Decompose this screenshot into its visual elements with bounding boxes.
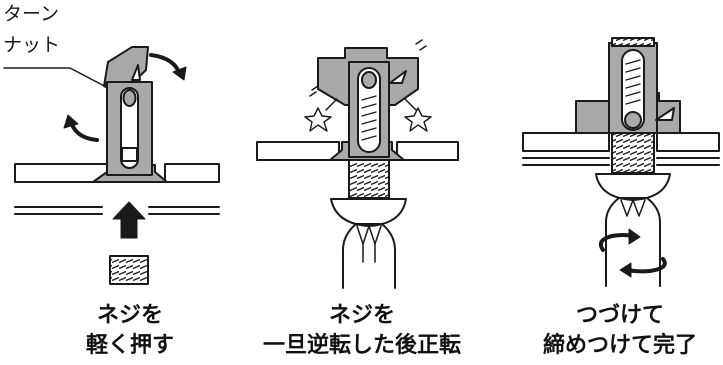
step-3-panel-right [656, 132, 720, 152]
step-3-triangle-mark [655, 107, 675, 121]
step-2-panel-left [256, 141, 340, 161]
step-3-bolt-slot [621, 49, 645, 131]
step-3-caption-line1: つづけて [575, 303, 664, 328]
step-3-screw-head [595, 173, 671, 201]
step-3-panel-left [522, 132, 610, 152]
step-3-caption-line2: 締めつけて完了 [542, 333, 697, 358]
step-2-screw-shaft [348, 159, 390, 199]
callout-label-turn: ターン [3, 3, 60, 25]
step-1-panel-left [14, 163, 108, 183]
step-2-caption-line1: ネジを [328, 303, 395, 328]
step-2-triangle-mark [389, 70, 407, 84]
step-3-bolt-thread-top [611, 37, 655, 47]
step-1-screw [109, 255, 149, 285]
step-1-caption-line1: ネジを [96, 303, 163, 328]
callout-leader-line [3, 67, 113, 91]
step-1-triangle-mark [131, 64, 141, 81]
step-2-screw-head [330, 198, 407, 227]
step-2-caption-line2: 一旦逆転した後正転 [262, 333, 461, 358]
step-2-panel-right [396, 141, 459, 161]
sparkle-star-icon [304, 107, 332, 132]
step-2-driver [342, 223, 396, 289]
step-1-illustration [3, 46, 220, 285]
arrow-up-icon [112, 201, 146, 239]
step-3-screw-shaft [611, 132, 655, 174]
step-1-frame-lines [14, 206, 220, 215]
rotate-icon [598, 233, 634, 252]
vibration-mark-icon [309, 39, 427, 97]
step-1-panel-right [164, 163, 220, 183]
step-1-caption-line2: 軽く押す [85, 333, 174, 358]
step-1-caption: ネジを 軽く押す [40, 301, 220, 361]
callout-label-nut: ナット [3, 34, 61, 56]
step-2-caption: ネジを 一旦逆転した後正転 [237, 301, 487, 361]
step-3-driver [605, 197, 661, 287]
step-3-illustration [522, 37, 720, 287]
sparkle-star-icon [404, 107, 432, 132]
step-3-caption: つづけて 締めつけて完了 [520, 301, 720, 361]
step-2-illustration [256, 39, 459, 289]
